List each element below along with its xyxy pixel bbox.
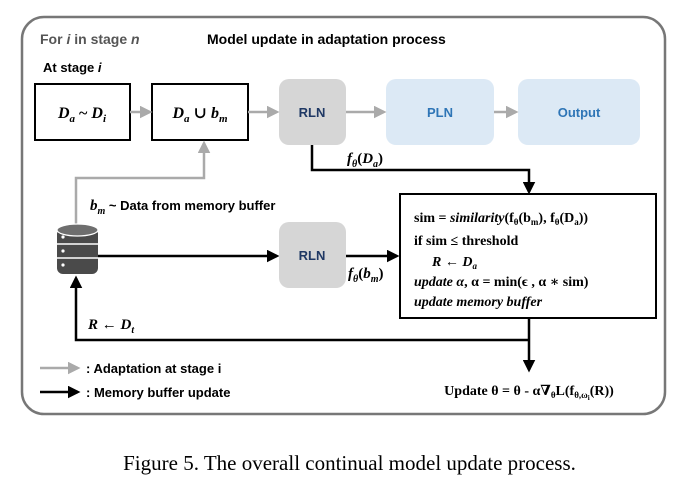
pln-box	[386, 79, 494, 145]
pln-label: PLN	[427, 105, 453, 120]
figure-caption: Figure 5. The overall continual model up…	[123, 451, 576, 475]
at-stage-label: At stage i	[43, 60, 102, 75]
f-theta-da-label: fθ(Da)	[347, 151, 383, 170]
output-box	[518, 79, 640, 145]
output-label: Output	[558, 105, 601, 120]
r-dt-label: R ← Dt	[87, 317, 135, 336]
process-line-replace: R ← Da	[431, 255, 477, 271]
f-theta-bm-label: fθ(bm)	[348, 266, 383, 285]
rln-bottom-label: RLN	[299, 248, 326, 263]
process-line-threshold: if sim ≤ threshold	[414, 234, 518, 249]
arrow-feedback-to-memory	[69, 275, 529, 342]
process-box	[399, 193, 657, 319]
rln-top-label: RLN	[299, 105, 326, 120]
legend-black-label: : Memory buffer update	[86, 385, 230, 400]
arrow-memory-to-box2	[74, 140, 211, 228]
legend-gray-label: : Adaptation at stage i	[86, 361, 221, 376]
process-line-update-buffer: update memory buffer	[414, 295, 543, 310]
box-combined-data-label: Da ∪ bm	[171, 105, 227, 125]
process-line-similarity: sim = similarity(fθ(bm), fθ(Da))	[414, 211, 588, 227]
box-current-data-label: Da ~ Di	[57, 105, 107, 125]
memory-buffer-label: bm ~ Data from memory buffer	[90, 198, 275, 217]
rln-bottom-box	[279, 222, 346, 288]
header-stage-label: For i in stage n	[40, 31, 140, 47]
update-equation: Update θ = θ - α∇θL(fθ,ωi(R))	[444, 384, 614, 402]
rln-top-box	[279, 79, 346, 145]
database-icon	[56, 223, 99, 274]
arrow-rln-to-process	[310, 145, 536, 195]
process-line-update-alpha: update α, α = min(ϵ , α ∗ sim)	[414, 275, 589, 290]
box-current-data	[34, 83, 131, 141]
diagram-title: Model update in adaptation process	[207, 31, 446, 47]
